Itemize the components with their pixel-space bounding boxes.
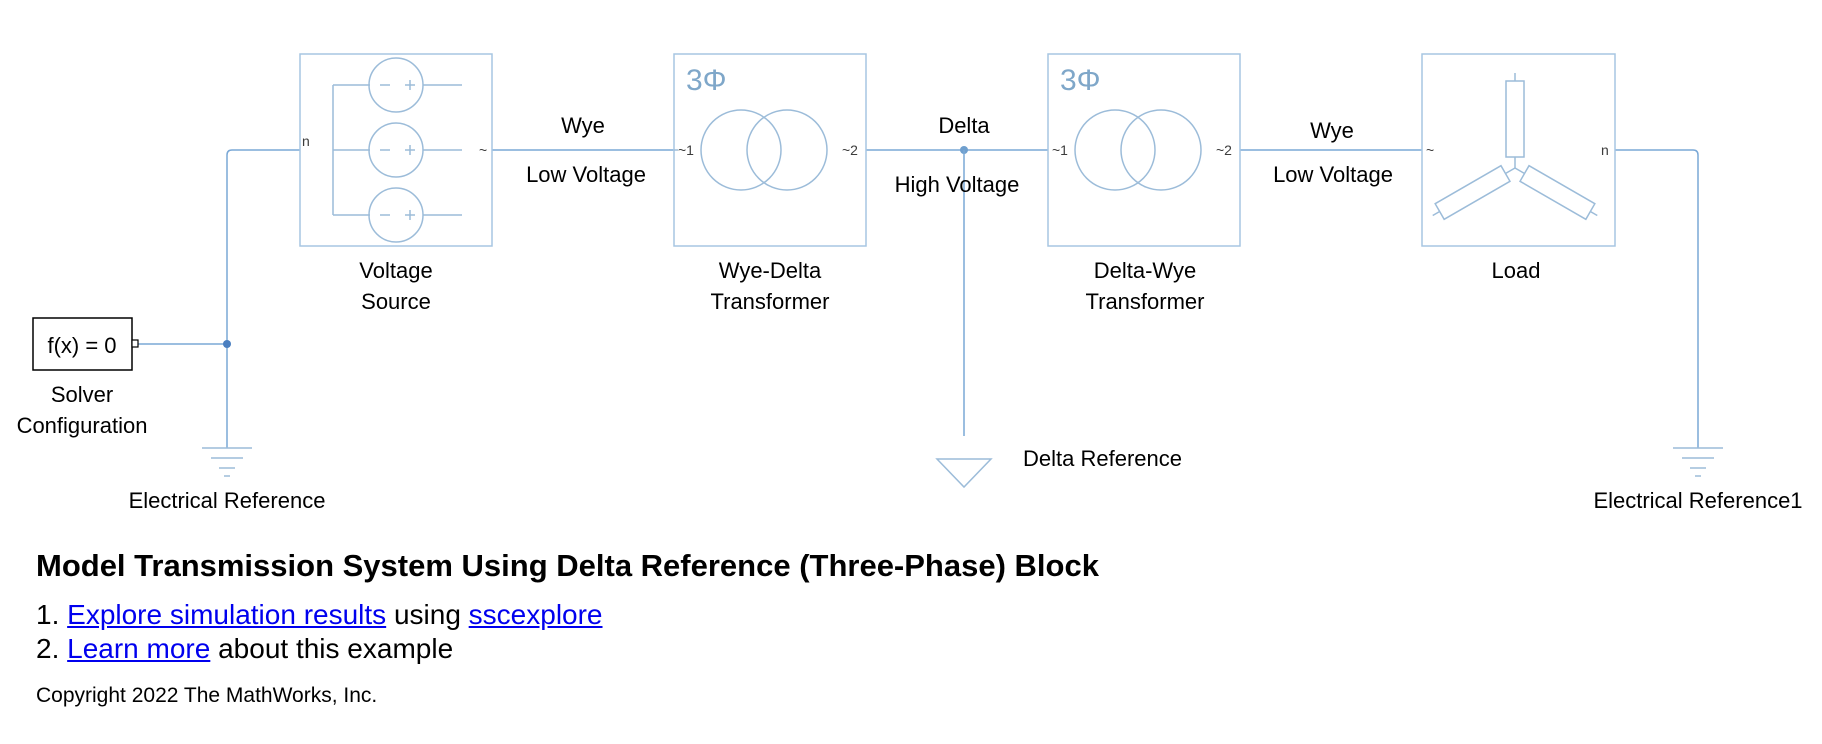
item-text: using bbox=[393, 599, 461, 630]
solver-configuration-block[interactable]: f(x) = 0 Solver Configuration bbox=[17, 317, 148, 438]
wye-delta-phase-symbol: 3Φ bbox=[686, 64, 727, 97]
wire-load-neutral-to-reference1[interactable] bbox=[1615, 149, 1699, 448]
voltage-source-port-n: n bbox=[302, 133, 310, 149]
wye-delta-port-1: ~1 bbox=[678, 142, 694, 158]
electrical-reference1-block[interactable]: Electrical Reference1 bbox=[1593, 447, 1803, 513]
annotation-wye-2: Wye bbox=[1310, 118, 1354, 143]
delta-wye-transformer-block[interactable]: 3Φ ~1 ~2 Delta-Wye Transformer bbox=[1047, 53, 1241, 314]
model-caption: Model Transmission System Using Delta Re… bbox=[36, 548, 1796, 708]
junction-dot bbox=[223, 340, 231, 348]
annotation-wye-1: Wye bbox=[561, 113, 605, 138]
load-label: Load bbox=[1492, 258, 1541, 283]
voltage-source-label-line2: Source bbox=[361, 289, 431, 314]
transformer-coils-icon bbox=[1074, 109, 1202, 191]
annotation-low-voltage-1: Low Voltage bbox=[526, 162, 646, 187]
load-port-in: ~ bbox=[1426, 142, 1434, 158]
delta-wye-transformer-box[interactable] bbox=[1047, 53, 1241, 247]
delta-wye-label-line1: Delta-Wye bbox=[1094, 258, 1197, 283]
copyright-notice: Copyright 2022 The MathWorks, Inc. bbox=[36, 684, 378, 707]
item-number: 2. bbox=[36, 633, 60, 664]
ground-icon bbox=[202, 447, 252, 477]
annotation-high-voltage: High Voltage bbox=[895, 172, 1020, 197]
load-block[interactable]: ~ n Load bbox=[1421, 53, 1616, 283]
wye-delta-label-line2: Transformer bbox=[711, 289, 830, 314]
load-box[interactable] bbox=[1421, 53, 1616, 247]
solver-port[interactable] bbox=[131, 339, 139, 348]
item-number: 1. bbox=[36, 599, 60, 630]
wye-delta-port-2: ~2 bbox=[842, 142, 858, 158]
delta-reference-block[interactable]: Delta Reference bbox=[935, 446, 1182, 489]
three-phase-source-icon bbox=[332, 57, 462, 243]
delta-reference-triangle-icon bbox=[935, 458, 993, 489]
item-text: about this example bbox=[218, 633, 454, 664]
model-diagram: f(x) = 0 Solver Configuration Electrical… bbox=[17, 53, 1803, 513]
annotation-delta: Delta bbox=[938, 113, 990, 138]
wye-load-icon bbox=[1432, 73, 1598, 221]
voltage-source-box[interactable] bbox=[299, 53, 493, 247]
electrical-reference-label: Electrical Reference bbox=[129, 488, 326, 513]
sscexplore-link[interactable]: sscexplore bbox=[468, 599, 603, 630]
explore-simulation-results-link[interactable]: Explore simulation results bbox=[67, 599, 387, 630]
wire-neutral-to-reference[interactable] bbox=[226, 149, 300, 448]
annotation-low-voltage-2: Low Voltage bbox=[1273, 162, 1393, 187]
ground-icon bbox=[1673, 447, 1723, 477]
delta-wye-label-line2: Transformer bbox=[1086, 289, 1205, 314]
voltage-source-port-out: ~ bbox=[479, 142, 487, 158]
model-title: Model Transmission System Using Delta Re… bbox=[36, 548, 1099, 583]
solver-text: f(x) = 0 bbox=[47, 333, 116, 358]
delta-wye-port-2: ~2 bbox=[1216, 142, 1232, 158]
solver-label-line2: Configuration bbox=[17, 413, 148, 438]
caption-item-1: 1. Explore simulation results using ssce… bbox=[36, 598, 1796, 632]
delta-reference-label: Delta Reference bbox=[1023, 446, 1182, 471]
signal-wires bbox=[137, 146, 1699, 448]
caption-item-2: 2. Learn more about this example bbox=[36, 632, 1796, 666]
electrical-reference1-label: Electrical Reference1 bbox=[1593, 488, 1802, 513]
voltage-source-label-line1: Voltage bbox=[359, 258, 432, 283]
electrical-reference-block[interactable]: Electrical Reference bbox=[129, 447, 326, 513]
delta-wye-port-1: ~1 bbox=[1052, 142, 1068, 158]
wye-delta-transformer-block[interactable]: 3Φ ~1 ~2 Wye-Delta Transformer bbox=[673, 53, 867, 314]
load-port-n: n bbox=[1601, 142, 1609, 158]
wye-delta-label-line1: Wye-Delta bbox=[719, 258, 822, 283]
voltage-source-block[interactable]: n ~ Voltage Source bbox=[299, 53, 493, 314]
transformer-coils-icon bbox=[674, 109, 828, 191]
learn-more-link[interactable]: Learn more bbox=[67, 633, 211, 664]
delta-wye-phase-symbol: 3Φ bbox=[1060, 64, 1101, 97]
solver-label-line1: Solver bbox=[51, 382, 113, 407]
